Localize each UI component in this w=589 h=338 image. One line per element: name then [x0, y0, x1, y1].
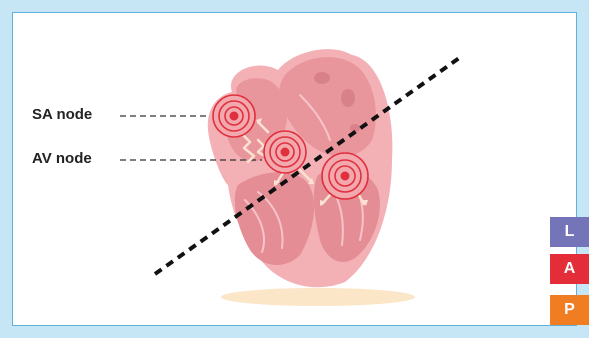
badge-a: A	[550, 254, 589, 284]
av-node-label: AV node	[32, 150, 92, 167]
left-ventricle	[235, 172, 314, 265]
sa-node-label: SA node	[32, 106, 92, 123]
sa-node-marker	[213, 95, 255, 137]
badge-l: L	[550, 217, 589, 247]
ventricular-node-marker	[322, 153, 368, 199]
badge-p: P	[550, 295, 589, 325]
ground-shadow	[221, 288, 415, 306]
av-node-marker	[264, 131, 306, 173]
